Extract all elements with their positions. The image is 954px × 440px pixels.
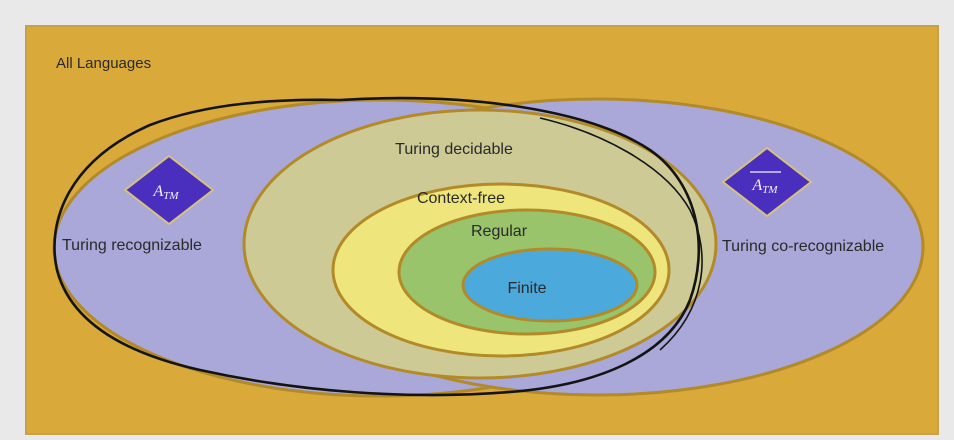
- hand-drawn-outline-overstroke: [539, 117, 703, 351]
- hand-drawn-outline: [53, 96, 700, 397]
- atm-base: A: [152, 183, 163, 200]
- turing-decidable-label: Turing decidable: [395, 141, 513, 158]
- atm-diamond: [123, 154, 215, 226]
- atm-complement-base: A: [751, 177, 762, 194]
- svg-text:ATM: ATM: [152, 183, 179, 202]
- turing-recognizable-label: Turing recognizable: [62, 237, 202, 254]
- regular-label: Regular: [471, 223, 528, 240]
- finite-ellipse: [461, 247, 639, 323]
- atm-complement-diamond: [721, 146, 813, 218]
- atm-subscript: TM: [163, 190, 179, 202]
- atm-complement-symbol: ATM: [721, 146, 813, 218]
- all-languages-label: All Languages: [56, 55, 151, 72]
- atm-symbol: ATM: [123, 154, 215, 226]
- context-free-label: Context-free: [417, 190, 505, 207]
- atm-complement-subscript: TM: [762, 184, 778, 196]
- svg-text:ATM: ATM: [751, 177, 778, 196]
- turing-co-recognizable-label: Turing co-recognizable: [722, 238, 884, 255]
- finite-label: Finite: [507, 280, 546, 297]
